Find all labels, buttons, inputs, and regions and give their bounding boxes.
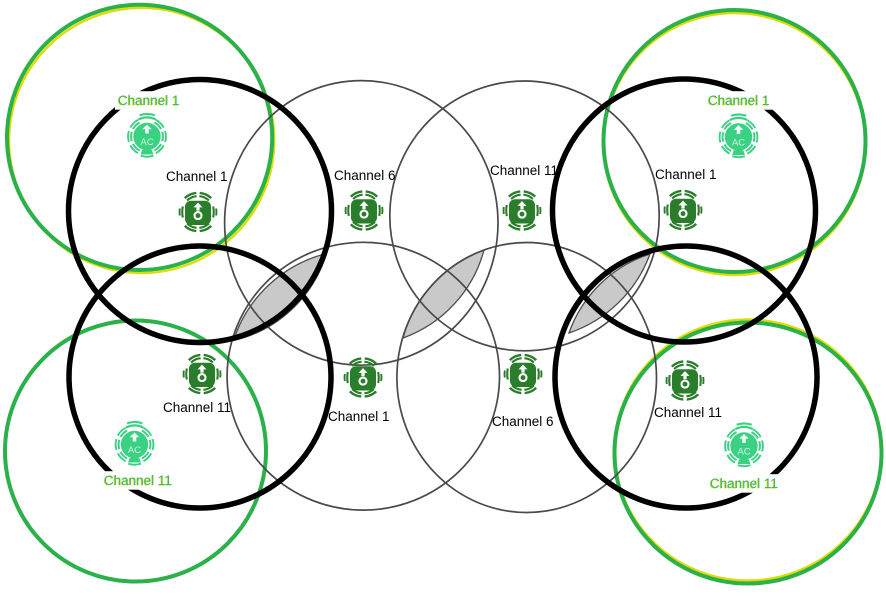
svg-text:Channel 6: Channel 6	[334, 168, 396, 183]
svg-text:Channel 1: Channel 1	[328, 409, 390, 424]
svg-text:Channel 11: Channel 11	[490, 163, 558, 178]
svg-text:Channel 6: Channel 6	[492, 414, 554, 429]
svg-text:Channel 11: Channel 11	[104, 473, 172, 488]
svg-text:Channel 11: Channel 11	[710, 476, 778, 491]
svg-text:Channel 1: Channel 1	[166, 169, 228, 184]
svg-text:Channel 1: Channel 1	[118, 93, 180, 108]
svg-text:Channel 1: Channel 1	[708, 93, 770, 108]
svg-text:Channel 1: Channel 1	[707, 93, 769, 108]
svg-text:Channel 11: Channel 11	[709, 476, 777, 491]
svg-text:Channel 1: Channel 1	[655, 167, 717, 182]
svg-text:Channel 11: Channel 11	[163, 400, 231, 415]
svg-text:Channel 11: Channel 11	[654, 405, 722, 420]
svg-text:Channel 11: Channel 11	[103, 473, 171, 488]
svg-text:Channel 1: Channel 1	[117, 93, 179, 108]
